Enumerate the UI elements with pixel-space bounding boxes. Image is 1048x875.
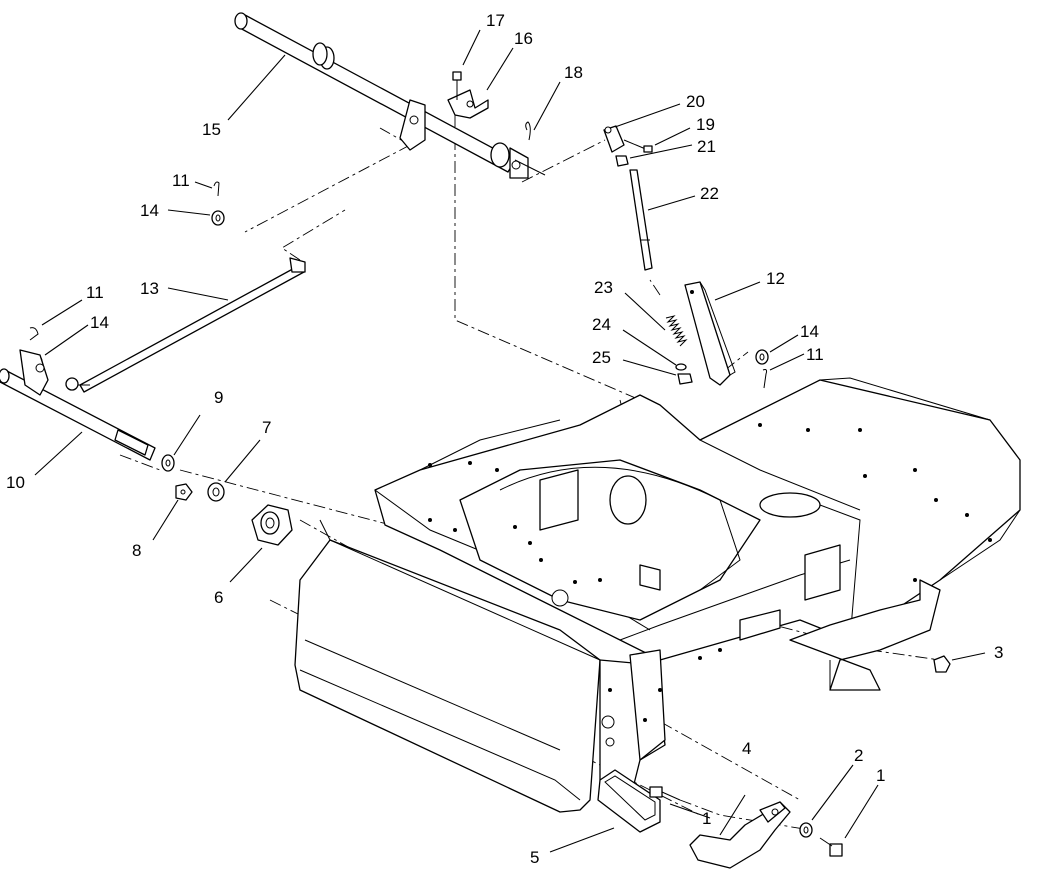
cutout-round-1 <box>609 475 647 525</box>
callout-21: 21 <box>697 137 716 156</box>
part-6-flange-bearing <box>251 504 293 546</box>
callout-10: 10 <box>6 473 25 492</box>
part-3-nut <box>933 655 951 673</box>
part-5-pedal-pad <box>597 769 661 833</box>
cutout-3 <box>739 609 781 641</box>
callout-1-right: 1 <box>876 766 885 785</box>
callout-23: 23 <box>594 278 613 297</box>
part-25-nut <box>677 373 693 385</box>
part-13-link-rod <box>65 257 306 393</box>
tab-bracket <box>639 564 661 591</box>
callout-labels: 17 16 15 18 20 19 21 22 11 14 12 13 11 2… <box>6 11 1003 867</box>
callout-14-left: 14 <box>90 313 109 332</box>
leader-lines <box>34 29 986 853</box>
callout-18: 18 <box>564 63 583 82</box>
callout-7: 7 <box>262 418 271 437</box>
part-22-rod <box>629 169 653 271</box>
frame-left-riser <box>629 649 666 761</box>
frame-chassis <box>294 377 1021 813</box>
callout-11-upper: 11 <box>172 171 190 190</box>
part-11-cotter-pin-left <box>29 327 39 341</box>
frame-center-well <box>459 459 761 621</box>
callout-3: 3 <box>994 643 1003 662</box>
callout-25: 25 <box>592 348 611 367</box>
part-24-washer <box>675 363 687 371</box>
part-11-cotter-pin-right <box>762 369 768 389</box>
frame-right-bracket <box>789 579 941 691</box>
callout-20: 20 <box>686 92 705 111</box>
part-9-clip <box>161 454 175 472</box>
callout-13: 13 <box>140 279 159 298</box>
callout-16: 16 <box>514 29 533 48</box>
part-21-nut <box>615 155 629 167</box>
part-7-washer <box>207 482 225 502</box>
callout-8: 8 <box>132 541 141 560</box>
part-23-spring <box>665 315 688 347</box>
part-18-cotter-pin <box>525 121 531 141</box>
part-10-lower-shaft <box>0 349 156 461</box>
callout-19: 19 <box>696 115 715 134</box>
part-11-cotter-pin-upper <box>213 181 220 197</box>
callout-12: 12 <box>766 269 785 288</box>
callout-14-upper: 14 <box>140 201 159 220</box>
callout-24: 24 <box>592 315 611 334</box>
part-20-clevis <box>603 125 625 153</box>
callout-17: 17 <box>486 11 505 30</box>
callout-2: 2 <box>854 746 863 765</box>
callout-11-left: 11 <box>86 283 104 302</box>
callout-5: 5 <box>530 848 539 867</box>
callout-1-lower: 1 <box>702 809 711 828</box>
callout-22: 22 <box>700 184 719 203</box>
part-1-bolt-lower <box>649 786 681 801</box>
part-14-washer-right <box>755 349 769 365</box>
callout-4: 4 <box>742 739 751 758</box>
part-2-washer <box>799 822 813 838</box>
part-19-pin <box>623 139 653 153</box>
frame-holes <box>428 423 992 747</box>
part-15-cross-shaft <box>234 12 546 179</box>
part-8-nut <box>175 483 193 501</box>
part-16-clamp-bracket <box>447 89 489 119</box>
callout-9: 9 <box>214 388 223 407</box>
part-1-bolt-right <box>819 837 843 857</box>
callout-15: 15 <box>202 120 221 139</box>
part-14-washer-upper <box>211 210 225 226</box>
cutout-round-2 <box>759 492 821 518</box>
part-17-bolt <box>452 71 462 100</box>
callout-14-right: 14 <box>800 322 819 341</box>
part-12-lever <box>684 281 736 386</box>
callout-6: 6 <box>214 588 223 607</box>
cutout-2 <box>804 544 841 601</box>
frame-lower-left-plate <box>294 539 601 813</box>
cutout-1 <box>539 469 579 531</box>
part-4-pedal-arm <box>689 801 791 869</box>
callout-11-right: 11 <box>806 345 824 364</box>
